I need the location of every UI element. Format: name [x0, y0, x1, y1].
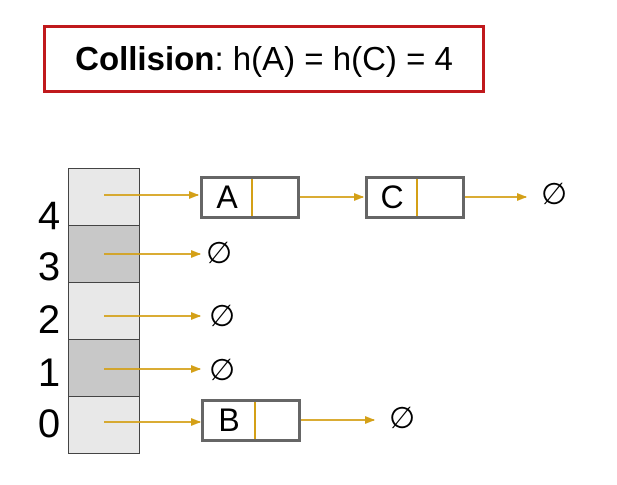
node-a-key: A — [216, 179, 238, 215]
index-1: 1 — [37, 351, 61, 395]
node-a-divider — [251, 179, 253, 216]
node-b-key: B — [218, 402, 240, 438]
null-cell-1: ∅ — [209, 354, 236, 387]
node-b: B — [201, 399, 301, 442]
node-a: A — [200, 176, 300, 219]
table-cell-1 — [68, 339, 140, 397]
index-3: 3 — [37, 245, 61, 289]
node-b-divider — [254, 402, 256, 439]
null-after-b: ∅ — [389, 402, 416, 435]
node-c-key: C — [380, 179, 404, 215]
table-cell-2 — [68, 282, 140, 340]
index-4: 4 — [37, 194, 61, 238]
null-cell-2: ∅ — [209, 300, 236, 333]
null-cell-3: ∅ — [206, 237, 233, 270]
node-c-divider — [416, 179, 418, 216]
table-cell-3 — [68, 225, 140, 283]
index-0: 0 — [37, 402, 61, 446]
node-c: C — [365, 176, 465, 219]
title-bold: Collision — [75, 40, 215, 77]
null-after-c: ∅ — [541, 178, 568, 211]
table-cell-0 — [68, 396, 140, 454]
title-rest: : h(A) = h(C) = 4 — [214, 40, 453, 77]
index-2: 2 — [37, 298, 61, 342]
table-cell-4 — [68, 168, 140, 226]
collision-title-box: Collision: h(A) = h(C) = 4 — [43, 25, 485, 93]
